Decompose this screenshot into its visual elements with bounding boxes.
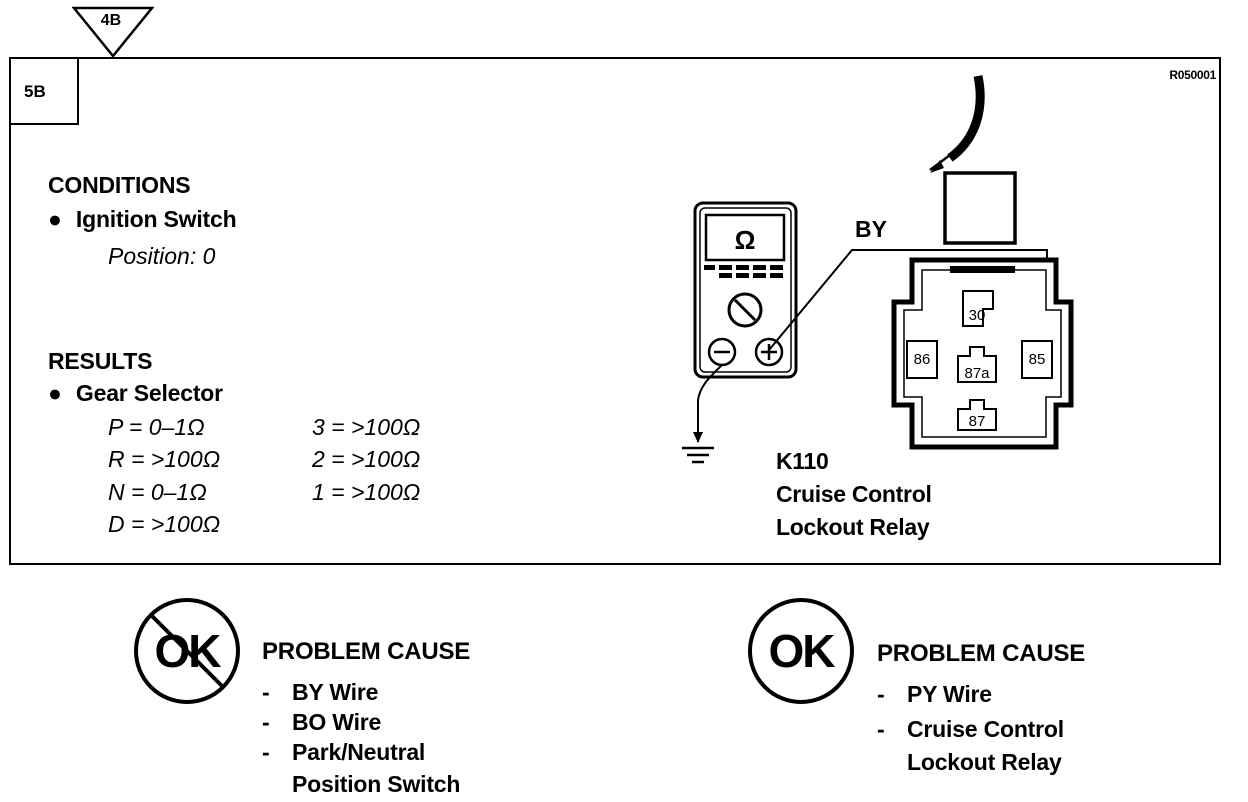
results-item: ● Gear Selector bbox=[48, 380, 223, 407]
relay-pin-85: 85 bbox=[1029, 351, 1046, 368]
not-ok-cause: -Park/Neutral bbox=[262, 739, 426, 765]
ok-cause-continued: Lockout Relay bbox=[907, 749, 1062, 775]
result-value: D = >100Ω bbox=[108, 511, 221, 537]
relay-pin-30: 30 bbox=[969, 307, 986, 324]
not-ok-cause: -BY Wire bbox=[262, 679, 379, 705]
step-box bbox=[9, 57, 79, 125]
result-value: 2 = >100Ω bbox=[312, 446, 421, 472]
results-heading: RESULTS bbox=[48, 348, 153, 374]
relay-pin-87a: 87a bbox=[964, 365, 990, 382]
wire-label: BY bbox=[855, 216, 887, 242]
conditions-value: Position: 0 bbox=[108, 243, 216, 269]
step-label: 5B bbox=[24, 82, 46, 101]
relay-pin-87: 87 bbox=[969, 413, 986, 430]
meter-display-symbol: Ω bbox=[735, 225, 756, 255]
result-value: 1 = >100Ω bbox=[312, 479, 421, 505]
relay-socket-icon: 30 86 87a 85 87 bbox=[891, 257, 1074, 450]
ground-lead bbox=[693, 364, 723, 443]
not-ok-heading: PROBLEM CAUSE bbox=[262, 638, 471, 665]
relay-name-line2: Lockout Relay bbox=[776, 514, 930, 540]
conditions-item-label: Ignition Switch bbox=[75, 206, 237, 232]
reference-code: R050001 bbox=[1169, 68, 1216, 82]
bullet-icon: ● bbox=[48, 206, 62, 232]
result-value: 3 = >100Ω bbox=[312, 414, 421, 440]
test-step-frame bbox=[9, 57, 1221, 565]
result-value: N = 0–1Ω bbox=[108, 479, 207, 505]
ground-icon bbox=[682, 446, 714, 464]
not-ok-icon: OK bbox=[132, 596, 242, 706]
relay-name-line1: Cruise Control bbox=[776, 481, 932, 507]
multimeter-icon: Ω bbox=[693, 201, 798, 379]
prev-step-label: 4B bbox=[100, 12, 122, 29]
not-ok-cause: -BO Wire bbox=[262, 709, 382, 735]
prev-step-triangle-icon bbox=[71, 6, 155, 58]
ok-symbol: OK bbox=[769, 625, 836, 677]
result-value: P = 0–1Ω bbox=[108, 414, 205, 440]
prev-step-marker bbox=[71, 6, 155, 58]
conditions-item: ● Ignition Switch bbox=[48, 206, 237, 233]
relay-id: K110 bbox=[776, 448, 829, 474]
ok-icon: OK bbox=[746, 596, 856, 706]
bullet-icon: ● bbox=[48, 380, 62, 406]
ok-cause: -Cruise Control bbox=[877, 716, 1064, 742]
ok-heading: PROBLEM CAUSE bbox=[877, 640, 1086, 667]
harness-connector bbox=[929, 75, 1017, 245]
ok-cause: -PY Wire bbox=[877, 681, 992, 707]
conditions-heading: CONDITIONS bbox=[48, 172, 191, 198]
results-item-label: Gear Selector bbox=[75, 380, 223, 406]
result-value: R = >100Ω bbox=[108, 446, 221, 472]
not-ok-cause-continued: Position Switch bbox=[292, 771, 461, 797]
relay-pin-86: 86 bbox=[914, 351, 931, 368]
